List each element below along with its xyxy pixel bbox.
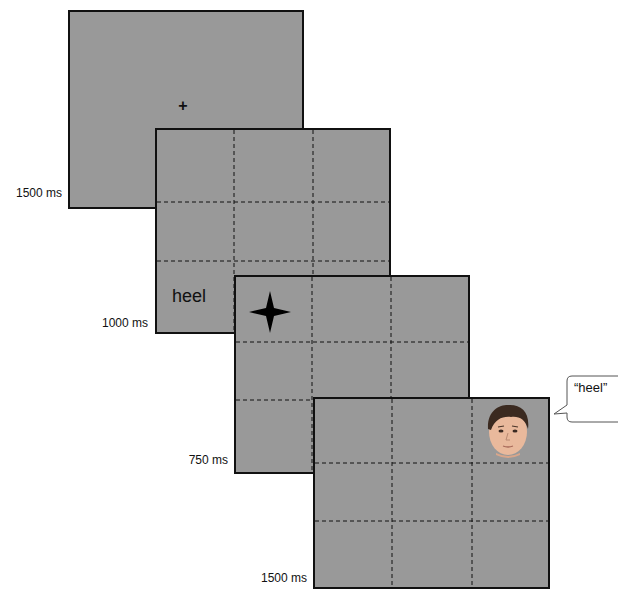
duration-label: 1000 ms	[102, 316, 148, 330]
face-picture	[488, 405, 528, 458]
duration-label: 750 ms	[189, 453, 228, 467]
speech-bubble: “heel”	[553, 374, 618, 424]
stimulus-screen	[313, 397, 550, 589]
duration-label: 1500 ms	[16, 186, 62, 200]
duration-label: 1500 ms	[261, 571, 307, 585]
fixation-cross: +	[178, 97, 187, 115]
spoken-word: “heel”	[574, 380, 607, 395]
grid-lines	[315, 399, 548, 587]
star-symbol	[249, 291, 291, 333]
stimulus-word: heel	[172, 286, 206, 307]
